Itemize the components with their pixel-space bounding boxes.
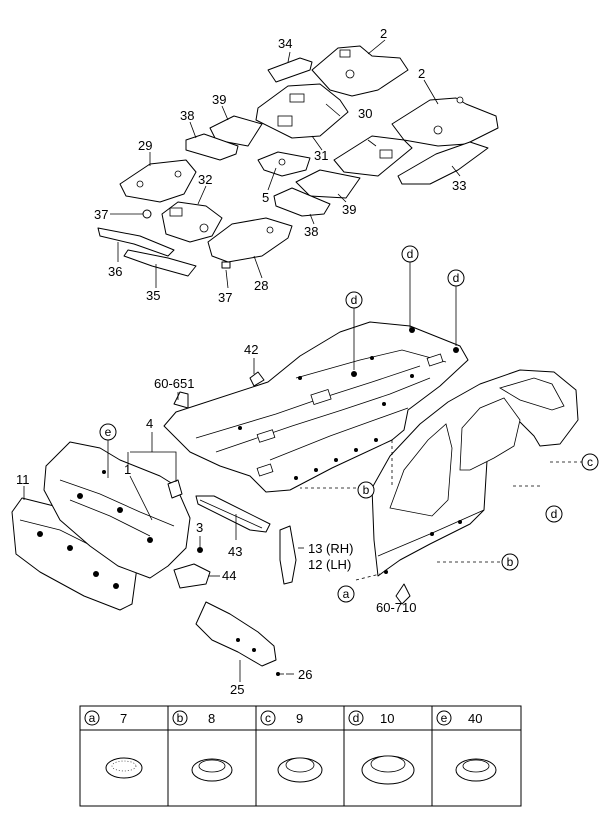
- label-5: 5: [262, 190, 269, 205]
- legend-cell-a: a 7: [84, 710, 143, 779]
- label-39-lower: 39: [342, 202, 356, 217]
- mat-38-top: [185, 133, 239, 161]
- marker-d-1: d: [407, 247, 414, 261]
- marker-d-4: d: [551, 507, 558, 521]
- legend-letter-e: e: [441, 711, 448, 725]
- label-2-top: 2: [380, 26, 387, 41]
- legend-part-8: 8: [208, 711, 215, 726]
- legend-table: a 7 b 8 c 9 d 10: [79, 705, 522, 807]
- legend-cell-b: b 8: [172, 710, 233, 782]
- label-38-lower: 38: [304, 224, 318, 239]
- label-28: 28: [254, 278, 268, 293]
- mat-2-top: [311, 45, 409, 97]
- legend-cell-c: c 9: [260, 710, 323, 783]
- label-12-suffix: (LH): [326, 557, 351, 572]
- strip-35: [123, 249, 197, 277]
- label-37-upper: 37: [94, 207, 108, 222]
- grommet-icon-7: [105, 757, 143, 779]
- pad-34: [267, 57, 313, 83]
- carpet-group: [97, 45, 499, 277]
- legend-part-9: 9: [296, 711, 303, 726]
- legend-letter-c: c: [265, 711, 271, 725]
- label-1: 1: [124, 462, 131, 477]
- label-13-suffix: (RH): [326, 541, 353, 556]
- label-33: 33: [452, 178, 466, 193]
- strip-36: [97, 227, 175, 257]
- leaders-top: [110, 39, 461, 289]
- legend-part-10: 10: [380, 711, 394, 726]
- label-39-top: 39: [212, 92, 226, 107]
- label-42: 42: [244, 342, 258, 357]
- label-36: 36: [108, 264, 122, 279]
- label-38-top: 38: [180, 108, 194, 123]
- label-30: 30: [358, 106, 372, 121]
- mat-28: [207, 217, 293, 263]
- label-25: 25: [230, 682, 244, 697]
- legend-part-7: 7: [120, 711, 127, 726]
- marker-c-1: c: [587, 455, 593, 469]
- legend-letter-d: d: [353, 711, 360, 725]
- clip-37-upper: [142, 209, 152, 219]
- marker-b-2: b: [507, 555, 514, 569]
- legend-cell-e: e 40: [436, 710, 497, 782]
- label-60-651: 60-651: [154, 376, 194, 391]
- body-floor: [163, 321, 469, 493]
- clip-37-lower: [221, 261, 231, 269]
- label-34: 34: [278, 36, 292, 51]
- marker-e-1: e: [105, 425, 112, 439]
- label-11: 11: [16, 472, 30, 487]
- label-35: 35: [146, 288, 160, 303]
- marker-b-1: b: [363, 483, 370, 497]
- marker-a-1: a: [343, 587, 350, 601]
- label-32: 32: [198, 172, 212, 187]
- leaders-body: [23, 262, 590, 682]
- label-12: 12: [308, 557, 322, 572]
- label-60-710: 60-710: [376, 600, 416, 615]
- mat-31: [333, 135, 413, 177]
- label-29: 29: [138, 138, 152, 153]
- dash-panels: [11, 371, 411, 676]
- mat-38-lower: [273, 187, 331, 217]
- legend-part-40: 40: [468, 711, 482, 726]
- mat-29: [119, 159, 197, 203]
- marker-d-3: d: [351, 293, 358, 307]
- label-3: 3: [196, 520, 203, 535]
- label-44: 44: [222, 568, 236, 583]
- label-43: 43: [228, 544, 242, 559]
- label-37-lower: 37: [218, 290, 232, 305]
- mat-2-right: [391, 97, 499, 147]
- label-31: 31: [314, 148, 328, 163]
- label-13: 13: [308, 541, 322, 556]
- label-26: 26: [298, 667, 312, 682]
- callouts: 34 2 2 39 38 30 29 31 32 5 33 37 39 38 3…: [16, 26, 599, 697]
- mat-33: [397, 141, 489, 185]
- mat-39-lower: [295, 169, 361, 199]
- label-2-right: 2: [418, 66, 425, 81]
- legend-letter-b: b: [177, 711, 184, 725]
- legend-cell-d: d 10: [348, 710, 415, 785]
- label-4: 4: [146, 416, 153, 431]
- body-side: [371, 369, 579, 577]
- marker-d-2: d: [453, 271, 460, 285]
- legend-letter-a: a: [89, 711, 96, 725]
